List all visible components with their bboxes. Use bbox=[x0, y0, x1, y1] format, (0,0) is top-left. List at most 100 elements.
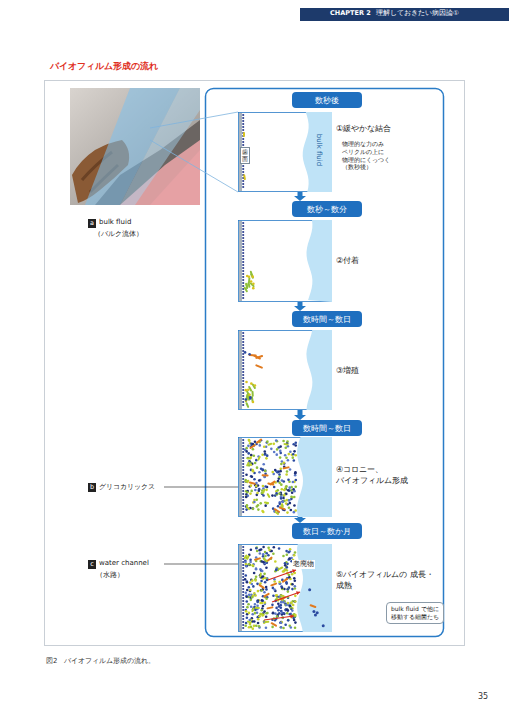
bacterium bbox=[292, 481, 295, 484]
pellicle bbox=[242, 469, 244, 471]
bacterium bbox=[286, 440, 289, 443]
pellicle bbox=[242, 478, 244, 480]
stage-heading: ④コロニー、 バイオフィルム形成 bbox=[336, 465, 438, 487]
stage-heading: ①緩やかな結合 bbox=[336, 124, 391, 135]
bacterium bbox=[267, 546, 270, 549]
bacterium-rod bbox=[259, 572, 262, 577]
bacterium-rod bbox=[281, 503, 284, 508]
bacterium bbox=[293, 511, 296, 514]
bacterium bbox=[253, 572, 256, 575]
pellicle bbox=[242, 186, 244, 188]
bacterium bbox=[251, 596, 254, 599]
bacterium bbox=[245, 622, 248, 625]
bacterium bbox=[281, 500, 284, 503]
pellicle bbox=[242, 508, 244, 510]
pellicle bbox=[242, 165, 244, 167]
bulk-fluid bbox=[307, 220, 333, 302]
bacterium bbox=[251, 627, 254, 630]
bacterium bbox=[250, 579, 253, 582]
pellicle bbox=[242, 144, 244, 146]
fluid-label: bulk fluid bbox=[315, 134, 323, 166]
bacterium bbox=[280, 626, 283, 629]
pellicle bbox=[242, 129, 244, 131]
vertical-label: 歯面 bbox=[240, 147, 250, 164]
bacterium bbox=[257, 508, 260, 511]
bacterium bbox=[294, 485, 297, 488]
bacterium bbox=[265, 457, 268, 460]
bacterium bbox=[254, 603, 257, 606]
bacterium bbox=[273, 443, 276, 446]
stage-heading: ③増殖 bbox=[336, 366, 359, 377]
bacterium bbox=[293, 450, 296, 453]
stage-row: ①緩やかな結合物理的な力のみ ペリクルの上に 物理的にくっつく （数秒後） bbox=[238, 112, 442, 192]
part-name: （バルク流体） bbox=[94, 229, 143, 239]
bacterium bbox=[293, 504, 296, 507]
bacterium bbox=[283, 462, 286, 465]
bacterium bbox=[256, 583, 259, 586]
bacterium-rod bbox=[249, 282, 255, 288]
pellicle bbox=[242, 383, 244, 385]
bacterium bbox=[259, 502, 262, 505]
bacterium bbox=[294, 614, 297, 617]
pellicle bbox=[242, 442, 244, 444]
bacterium bbox=[316, 611, 319, 614]
bacterium bbox=[248, 594, 251, 597]
bacterium-rod bbox=[274, 511, 279, 516]
bacterium bbox=[254, 489, 257, 492]
bacterium-rod bbox=[243, 132, 245, 137]
stage-illustration bbox=[238, 437, 332, 517]
bulk-fluid bbox=[297, 544, 332, 632]
pellicle bbox=[242, 353, 244, 355]
bacterium bbox=[264, 453, 267, 456]
stage-row: ②付着 bbox=[238, 220, 442, 302]
bacterium bbox=[288, 486, 291, 489]
bacterium bbox=[280, 585, 283, 588]
bacterium bbox=[286, 612, 289, 615]
bacterium-rod bbox=[282, 466, 289, 469]
pellicle bbox=[242, 291, 244, 293]
bacterium bbox=[292, 456, 295, 459]
bacterium bbox=[252, 287, 255, 290]
bacterium bbox=[276, 471, 279, 474]
bacterium-rod bbox=[309, 604, 316, 608]
bacterium bbox=[251, 476, 254, 479]
bacterium bbox=[284, 604, 287, 607]
tooth-surface bbox=[239, 221, 242, 301]
pellicle bbox=[242, 487, 244, 489]
waste-arrow bbox=[268, 570, 296, 580]
pellicle bbox=[242, 228, 244, 230]
bacterium-rod bbox=[280, 594, 285, 598]
bacterium bbox=[286, 511, 289, 514]
bacterium bbox=[257, 504, 260, 507]
bacterium bbox=[276, 448, 279, 451]
bacterium bbox=[280, 621, 283, 624]
pellicle bbox=[242, 389, 244, 391]
bacterium bbox=[245, 496, 248, 499]
bacterium bbox=[248, 586, 251, 589]
pellicle bbox=[242, 600, 244, 602]
bacterium bbox=[283, 489, 286, 492]
bacterium bbox=[275, 492, 278, 495]
bacterium bbox=[265, 586, 268, 589]
bacterium bbox=[287, 619, 290, 622]
bacterium bbox=[260, 589, 263, 592]
bacterium bbox=[246, 606, 249, 609]
bacterium bbox=[258, 615, 261, 618]
bacterium bbox=[264, 577, 267, 580]
stage-row: ④コロニー、 バイオフィルム形成 bbox=[238, 437, 442, 517]
bacterium bbox=[283, 461, 286, 464]
pellicle bbox=[242, 588, 244, 590]
pellicle bbox=[242, 249, 244, 251]
bacterium bbox=[263, 450, 266, 453]
bacterium bbox=[264, 581, 267, 584]
bacterium bbox=[279, 621, 282, 624]
bacterium bbox=[291, 583, 294, 586]
spacer bbox=[44, 650, 465, 651]
bacterium bbox=[264, 485, 267, 488]
pellicle bbox=[242, 114, 244, 116]
figure-title: バイオフィルム形成の流れ bbox=[50, 60, 158, 73]
bacterium bbox=[286, 566, 289, 569]
bacterium bbox=[249, 397, 252, 400]
bacterium-rod bbox=[243, 554, 247, 559]
stage-illustration bbox=[238, 220, 332, 302]
